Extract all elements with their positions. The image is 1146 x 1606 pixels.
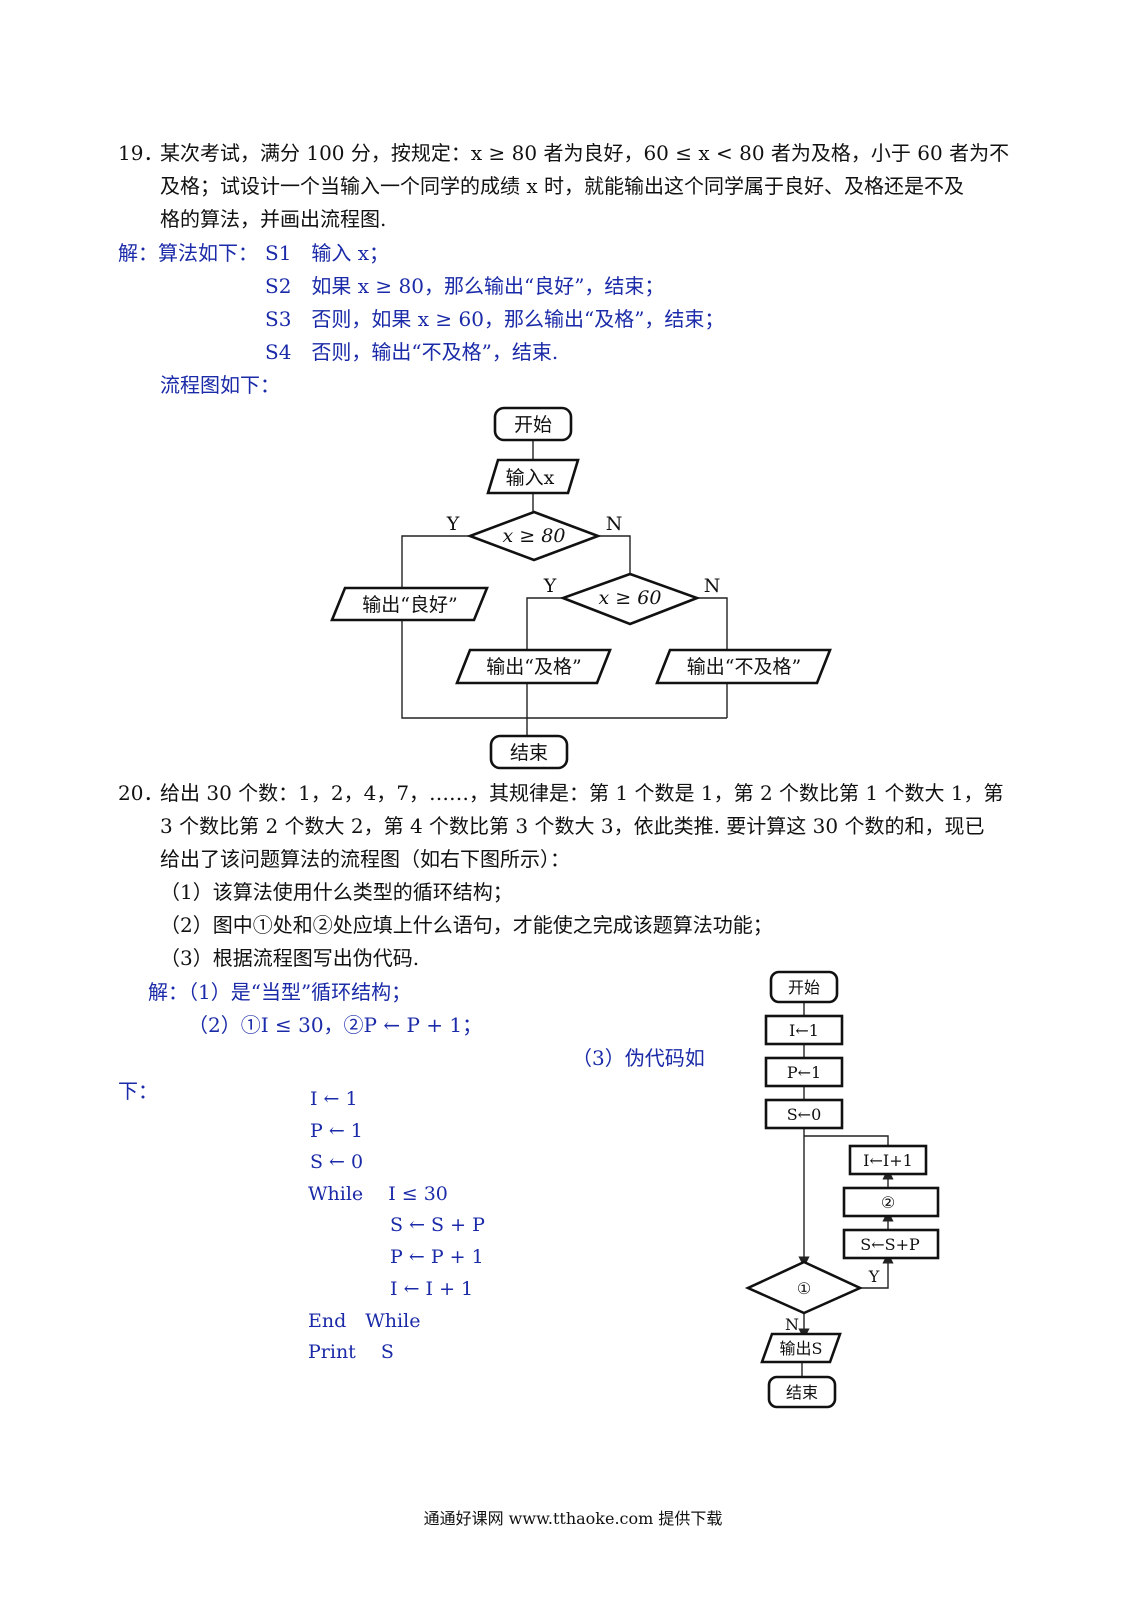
fc20-start-label: 开始 (788, 978, 820, 997)
fc19-input-label: 输入x (506, 467, 555, 489)
q20-sub3: （3）根据流程图写出伪代码. (160, 946, 420, 970)
q20-line2: 3 个数比第 2 个数大 2，第 4 个数比第 3 个数大 3，依此类推. 要计… (160, 814, 985, 838)
q19-line3: 格的算法，并画出流程图. (160, 207, 387, 231)
fc19-cond1-decision (466, 510, 602, 562)
fc20-p1-label: P←1 (787, 1063, 821, 1082)
q20-sub1: （1）该算法使用什么类型的循环结构； (160, 880, 513, 904)
fc19-yes2-label: Y (543, 575, 557, 597)
q19-line2: 及格；试设计一个当输入一个同学的成绩 x 时，就能输出这个同学属于良好、及格还是… (160, 174, 964, 198)
fc20-inc-process (848, 1144, 928, 1176)
fc19-out-pass-io (455, 648, 612, 685)
fc19-out-fail-io (655, 648, 832, 685)
fc20-line-loop-back (804, 1135, 889, 1146)
q19-line1: 某次考试，满分 100 分，按规定：x ≥ 80 者为良好，60 ≤ x < 8… (160, 141, 1010, 165)
fc19-input-io (486, 458, 580, 495)
pseudocode-line-2: P ← 1 (310, 1120, 363, 1142)
fc20-end-terminal (767, 1375, 837, 1409)
fc20-line-yes (860, 1252, 894, 1289)
fc20-end-label: 结束 (786, 1383, 818, 1402)
fc19-no1-label: N (606, 513, 623, 535)
fc19-out-pass-label: 输出“及格” (486, 656, 581, 678)
pseudocode-line-7: I ← I + 1 (308, 1278, 474, 1300)
fc20-no-label: N (785, 1315, 799, 1334)
fc20-blank2-process (842, 1186, 940, 1218)
pseudocode-line-9: Print S (308, 1341, 394, 1363)
a20-ans3-part2: 下： (118, 1079, 158, 1103)
q20-sub2: （2）图中①处和②处应填上什么语句，才能使之完成该题算法功能； (160, 913, 773, 937)
fc19-line-no2 (697, 597, 728, 650)
fc20-s0-label: S←0 (787, 1105, 822, 1124)
fc20-cond-decision (744, 1260, 864, 1315)
fc19-end-terminal (489, 734, 569, 770)
fc19-out-good-io (330, 586, 489, 622)
a19-step1: S1 输入 x； (265, 241, 390, 265)
fc19-cond2-label: x ≥ 60 (599, 587, 662, 609)
q19-number: 19． (118, 141, 164, 165)
fc19-cond1-label: x ≥ 80 (503, 525, 566, 547)
a20-ans3-part1: （3）伪代码如 (572, 1046, 705, 1070)
pseudocode-line-5: S ← S + P (308, 1214, 485, 1236)
fc20-i1-process (764, 1014, 844, 1046)
fc20-ssp-process (842, 1228, 940, 1260)
q20-line1: 给出 30 个数：1，2，4，7，……，其规律是：第 1 个数是 1，第 2 个… (160, 781, 1004, 805)
fc20-inc-label: I←I+1 (863, 1151, 913, 1170)
fc19-end-label: 结束 (510, 742, 548, 764)
fc20-start-terminal (769, 970, 839, 1004)
page-footer: 通通好课网 www.tthaoke.com 提供下载 (423, 1509, 723, 1528)
fc20-blank2-label: ② (881, 1193, 895, 1212)
fc19-line-no1 (598, 535, 631, 574)
fc19-line-good-merge (401, 620, 727, 719)
a19-step2: S2 如果 x ≥ 80，那么输出“良好”，结束； (265, 274, 665, 298)
fc19-yes1-label: Y (446, 513, 460, 535)
a20-ans1: 解：（1）是“当型”循环结构； (148, 980, 412, 1004)
fc20-i1-label: I←1 (789, 1021, 819, 1040)
fc19-start-terminal (493, 406, 573, 442)
pseudocode-line-4: While I ≤ 30 (308, 1183, 448, 1205)
pseudocode-line-6: P ← P + 1 (308, 1246, 484, 1268)
fc19-line-yes2 (526, 597, 562, 650)
fc19-out-good-label: 输出“良好” (362, 594, 457, 616)
fc19-out-fail-label: 输出“不及格” (687, 656, 801, 678)
a19-flow-intro: 流程图如下： (160, 373, 280, 397)
pseudocode-line-3: S ← 0 (310, 1151, 364, 1173)
fc20-output-io (760, 1332, 842, 1364)
a20-ans2: （2）①I ≤ 30，②P ← P + 1； (188, 1013, 483, 1037)
fc20-ssp-label: S←S+P (860, 1235, 920, 1254)
pseudocode-line-1: I ← 1 (310, 1088, 358, 1110)
fc19-line-yes1 (401, 535, 470, 588)
q20-line3: 给出了该问题算法的流程图（如右下图所示）： (160, 847, 570, 871)
fc20-yes-label: Y (868, 1267, 880, 1286)
a19-step3: S3 否则，如果 x ≥ 60，那么输出“及格”，结束； (265, 307, 725, 331)
pseudocode-line-8: End While (308, 1310, 421, 1332)
fc19-start-label: 开始 (514, 414, 552, 436)
fc20-cond-label: ① (797, 1279, 811, 1298)
a19-prefix: 解：算法如下： (118, 241, 258, 265)
fc20-s0-process (764, 1098, 844, 1130)
a19-step4: S4 否则，输出“不及格”，结束. (265, 340, 559, 364)
fc19-cond2-decision (559, 572, 701, 626)
q20-number: 20． (118, 781, 164, 805)
fc20-output-label: 输出S (780, 1339, 823, 1358)
fc19-no2-label: N (704, 575, 721, 597)
fc20-p1-process (764, 1056, 844, 1088)
